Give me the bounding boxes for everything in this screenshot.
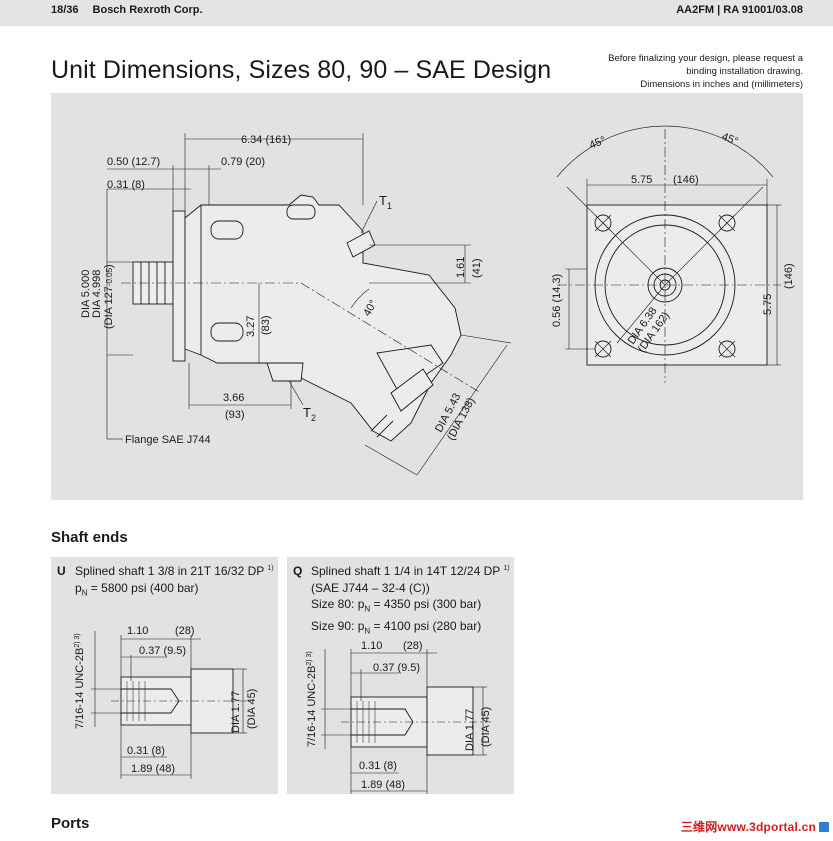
company-name: Bosch Rexroth Corp. [92, 4, 203, 16]
page-number: 18/36 [51, 4, 79, 16]
dim-label-0-79: 0.79 (20) [221, 156, 265, 168]
shaft-q-drawing: 1.10 (28) 0.37 (9.5) 7/16-14 UNC-2B2) 3)… [306, 640, 492, 794]
section-title-shaft-ends: Shaft ends [51, 529, 128, 546]
dim-label-6-34: 6.34 (161) [241, 134, 291, 146]
watermark: 三维网www.3dportal.cn [681, 818, 829, 835]
dim-label-0-31: 0.31 (8) [359, 760, 397, 772]
dim-label-83: (83) [260, 315, 272, 335]
shaft-u-code: U [57, 564, 66, 578]
port-label-t1: T1 [379, 193, 392, 211]
header-bar: 18/36 Bosch Rexroth Corp. AA2FM | RA 9100… [0, 0, 833, 26]
shaft-q-spec: Splined shaft 1 1/4 in 14T 12/24 DP [311, 564, 501, 578]
dim-label-1-10: 1.10 [361, 640, 382, 652]
shaft-q-standard: (SAE J744 – 32-4 (C)) [311, 580, 430, 595]
technical-drawing: 6.34 (161) 0.50 (12.7) 0.79 (20) 0.31 (8… [80, 125, 795, 476]
dim-label-dia-4998: DIA 4.998 [91, 270, 103, 318]
dim-label-5-75-v: 5.75 [762, 294, 774, 315]
footnote-ref: 1) [267, 565, 274, 572]
shaft-u-pressure: pN = 5800 psi (400 bar) [75, 580, 199, 597]
dia-label-45: (DIA 45) [246, 689, 258, 729]
dim-label-dia-127: (DIA 127-0.05) [103, 264, 115, 329]
shaft-q-code: Q [293, 564, 303, 578]
watermark-logo-icon [819, 822, 829, 832]
dim-label-1-61: 1.61 [455, 257, 467, 278]
dia-label-1-77: DIA 1.77 [464, 709, 476, 751]
angle-label-45-right: 45° [720, 131, 740, 148]
dim-label-5-75-h: 5.75 [631, 174, 652, 186]
note-line: binding installation drawing. [686, 66, 803, 77]
design-note: Before finalizing your design, please re… [563, 52, 803, 91]
dim-label-28: (28) [175, 625, 195, 637]
dim-label-146-v: (146) [783, 263, 795, 289]
dim-label-146-h: (146) [673, 174, 699, 186]
footnote-ref: 1) [503, 565, 510, 572]
dim-label-3-66: 3.66 [223, 392, 244, 404]
dim-label-0-31: 0.31 (8) [107, 179, 145, 191]
shaft-u-drawing: 1.10 (28) 0.37 (9.5) 7/16-14 UNC-2B2) 3)… [74, 625, 258, 779]
angle-label-45-left: 45° [588, 134, 608, 151]
dim-label-93: (93) [225, 409, 245, 421]
shaft-u-spec: Splined shaft 1 3/8 in 21T 16/32 DP [75, 564, 265, 578]
dia-label-1-77: DIA 1.77 [230, 691, 242, 733]
dim-label-dia-5000: DIA 5.000 [80, 270, 92, 318]
thread-label: 7/16-14 UNC-2B2) 3) [74, 633, 86, 729]
port-label-t2: T2 [303, 405, 316, 423]
section-title-ports: Ports [51, 815, 90, 832]
dim-label-0-37: 0.37 (9.5) [139, 645, 186, 657]
dim-label-1-10: 1.10 [127, 625, 148, 637]
flange-label: Flange SAE J744 [125, 434, 211, 446]
thread-label: 7/16-14 UNC-2B2) 3) [306, 651, 318, 747]
page-title: Unit Dimensions, Sizes 80, 90 – SAE Desi… [51, 56, 552, 84]
shaft-q-pressure-80: Size 80: pN = 4350 psi (300 bar) [311, 597, 482, 614]
dim-label-0-31: 0.31 (8) [127, 745, 165, 757]
dim-label-0-56: 0.56 (14.3) [551, 274, 563, 327]
dim-label-41: (41) [471, 258, 483, 278]
dim-label-1-89: 1.89 (48) [361, 779, 405, 791]
dim-label-28: (28) [403, 640, 423, 652]
dim-label-3-27: 3.27 [245, 316, 257, 337]
header-left: 18/36 Bosch Rexroth Corp. [51, 4, 203, 16]
note-line: Dimensions in inches and (millimeters) [640, 79, 803, 90]
note-line: Before finalizing your design, please re… [608, 53, 803, 64]
dim-label-0-37: 0.37 (9.5) [373, 662, 420, 674]
dia-label-45: (DIA 45) [480, 707, 492, 747]
dim-label-1-89: 1.89 (48) [131, 763, 175, 775]
unit-dimensions-drawing: 6.34 (161) 0.50 (12.7) 0.79 (20) 0.31 (8… [51, 93, 803, 500]
flange-outline [172, 210, 186, 362]
document-reference: AA2FM | RA 91001/03.08 [676, 4, 803, 16]
watermark-text: 三维网www.3dportal.cn [680, 820, 816, 834]
shaft-q-pressure-90: Size 90: pN = 4100 psi (280 bar) [311, 618, 482, 636]
dim-label-0-50: 0.50 (12.7) [107, 156, 160, 168]
